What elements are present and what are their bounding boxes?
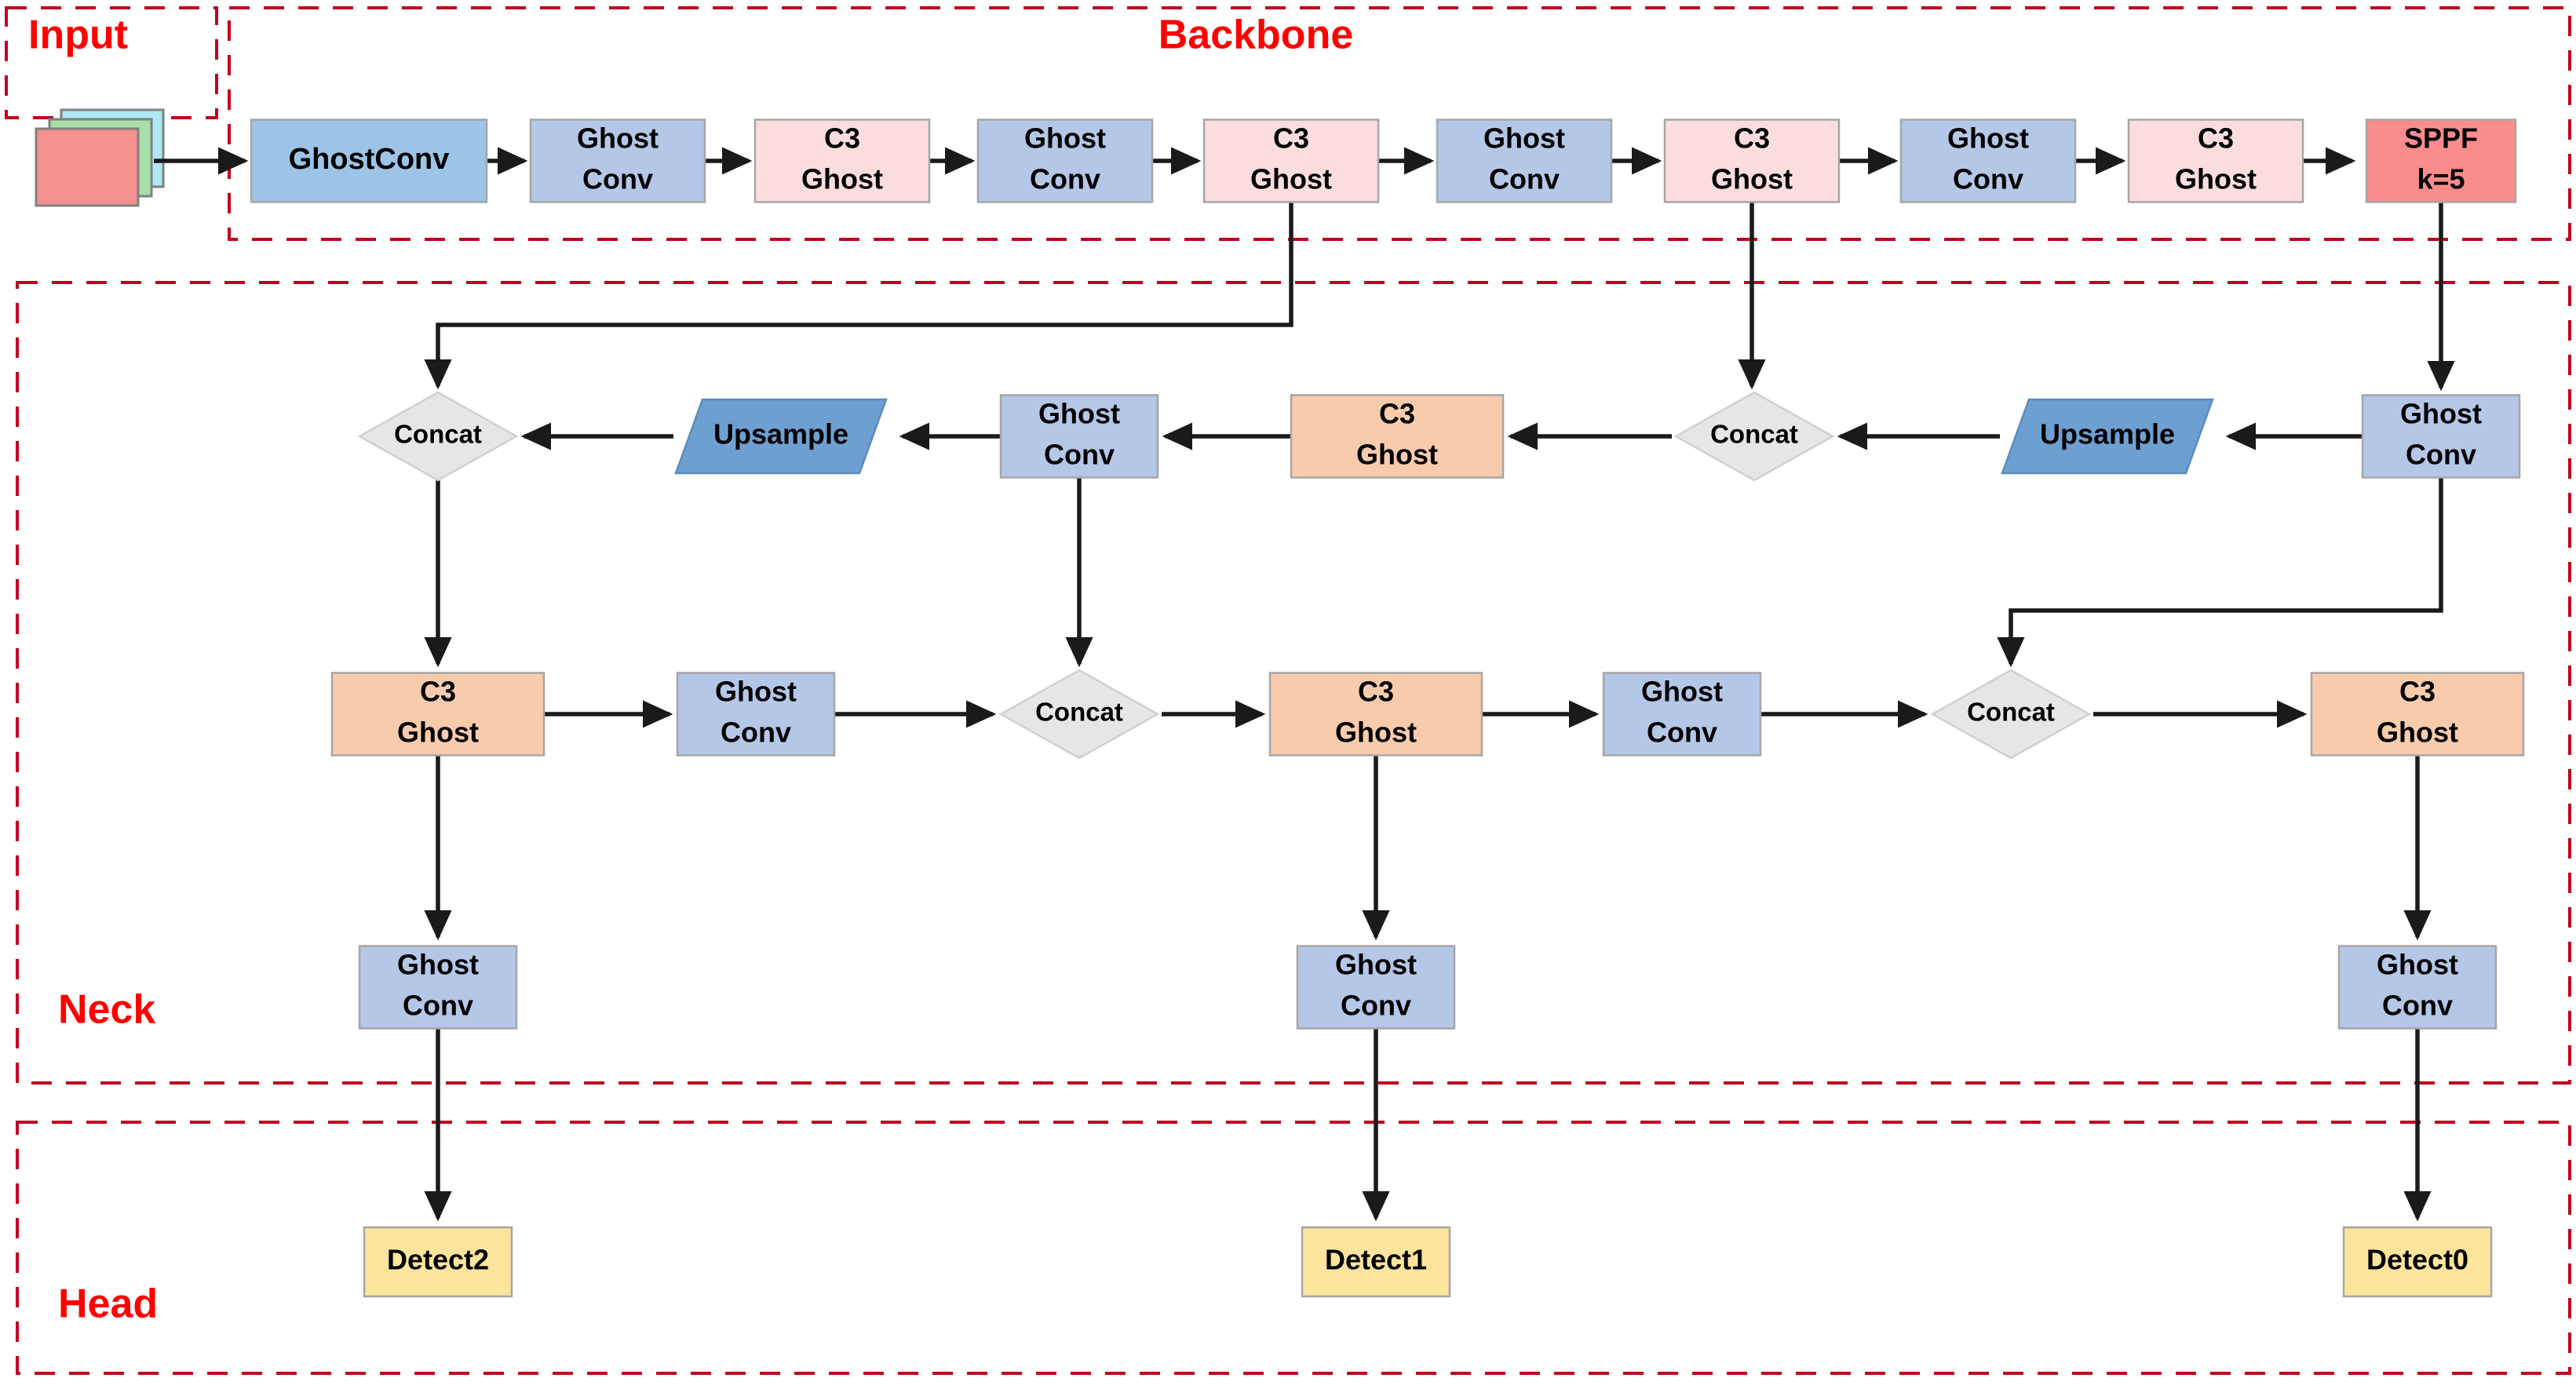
node-head-detect1[interactable]: Detect1 — [1301, 1226, 1451, 1298]
node-shape-rect — [2337, 945, 2498, 1030]
region-label-neck: Neck — [58, 987, 155, 1033]
node-neck-ghostconv-6[interactable]: GhostConv — [1296, 945, 1456, 1030]
node-neck-ghostconv-1[interactable]: GhostConv — [999, 394, 1159, 479]
node-shape-diamond — [357, 391, 519, 482]
node-shape-rect — [1296, 945, 1456, 1030]
node-shape-rect — [2310, 672, 2525, 756]
network-nodes: GhostConvGhostConvC3GhostGhostConvC3Ghos… — [250, 118, 2525, 1298]
region-box-backbone — [228, 6, 2571, 241]
node-shape-rect — [976, 118, 1154, 203]
region-box-neck — [16, 281, 2571, 1085]
node-shape-rect — [2127, 118, 2304, 203]
input-layer-front — [35, 127, 140, 207]
node-shape-rect — [1202, 118, 1380, 203]
node-neck-ghostconv-4[interactable]: GhostConv — [1602, 672, 1762, 756]
node-shape-rect — [676, 672, 836, 756]
node-shape-rect — [1301, 1226, 1451, 1298]
node-bb-ghostconv-2[interactable]: GhostConv — [976, 118, 1154, 203]
node-shape-rect — [1663, 118, 1841, 203]
node-neck-concat-3[interactable]: Concat — [998, 669, 1160, 760]
node-neck-ghostconv-7[interactable]: GhostConv — [2337, 945, 2498, 1030]
node-bb-ghostconv-0[interactable]: GhostConv — [250, 118, 488, 203]
node-shape-rect — [753, 118, 931, 203]
input-image-stack — [35, 108, 165, 207]
node-shape-parallelogram — [674, 398, 888, 475]
node-bb-ghostconv-3[interactable]: GhostConv — [1436, 118, 1613, 203]
node-shape-rect — [2361, 394, 2521, 479]
region-label-head: Head — [58, 1281, 158, 1327]
node-shape-rect — [358, 945, 518, 1030]
node-shape-rect — [1436, 118, 1613, 203]
node-shape-diamond — [1673, 391, 1835, 482]
edge-e-c32-concat1 — [424, 202, 1293, 390]
region-label-input: Input — [28, 13, 128, 58]
node-neck-concat-4[interactable]: Concat — [1930, 669, 2092, 760]
node-shape-rect — [999, 394, 1159, 479]
node-neck-upsample-2[interactable]: Upsample — [2001, 398, 2214, 475]
node-shape-rect — [1602, 672, 1762, 756]
node-shape-rect — [330, 672, 545, 756]
node-shape-diamond — [998, 669, 1160, 760]
region-box-head — [16, 1121, 2571, 1375]
node-shape-rect — [2365, 118, 2517, 203]
region-label-backbone: Backbone — [1158, 13, 1354, 58]
node-neck-ghostconv-3[interactable]: GhostConv — [676, 672, 836, 756]
node-shape-diamond — [1930, 669, 2092, 760]
node-shape-parallelogram — [2001, 398, 2214, 475]
node-shape-rect — [250, 118, 488, 203]
node-shape-rect — [2342, 1226, 2493, 1298]
node-shape-rect — [1290, 394, 1505, 479]
node-neck-concat-1[interactable]: Concat — [357, 391, 519, 482]
node-shape-rect — [1899, 118, 2077, 203]
node-neck-ghostconv-2[interactable]: GhostConv — [2361, 394, 2521, 479]
edge-e-ngc2-concat4 — [1997, 478, 2443, 668]
node-shape-rect — [529, 118, 706, 203]
node-head-detect0[interactable]: Detect0 — [2342, 1226, 2493, 1298]
node-head-detect2[interactable]: Detect2 — [363, 1226, 513, 1298]
node-neck-upsample-1[interactable]: Upsample — [674, 398, 888, 475]
node-bb-ghostconv-1[interactable]: GhostConv — [529, 118, 706, 203]
node-shape-rect — [1268, 672, 1483, 756]
connection-edges — [154, 147, 2455, 1222]
node-bb-ghostconv-4[interactable]: GhostConv — [1899, 118, 2077, 203]
node-neck-concat-2[interactable]: Concat — [1673, 391, 1835, 482]
node-shape-rect — [363, 1226, 513, 1298]
node-neck-ghostconv-5[interactable]: GhostConv — [358, 945, 518, 1030]
